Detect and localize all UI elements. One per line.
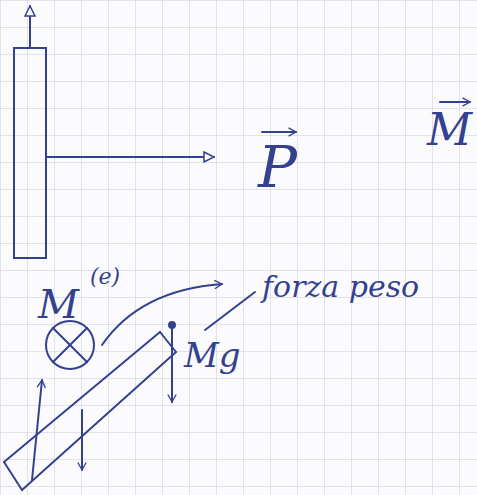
moment-label: M bbox=[38, 284, 79, 324]
momentum-arrow bbox=[46, 156, 214, 158]
cross bbox=[53, 328, 87, 362]
vertical-rod bbox=[14, 48, 46, 258]
inclined-rod bbox=[22, 352, 176, 490]
inclined-rod bbox=[4, 462, 22, 490]
inclined-rod bbox=[160, 332, 176, 352]
vector-sign bbox=[440, 101, 470, 103]
note-label: forza peso bbox=[262, 272, 419, 302]
superscript-label: (e) bbox=[90, 266, 120, 288]
cross bbox=[53, 328, 87, 362]
force-arrow bbox=[81, 410, 83, 470]
vector-sign bbox=[262, 131, 296, 133]
into-page-symbol bbox=[46, 321, 94, 369]
force-label: Mg bbox=[184, 338, 241, 372]
weight-arrow bbox=[171, 325, 173, 402]
vector-label: P bbox=[258, 138, 297, 196]
leader-line bbox=[205, 292, 255, 330]
reaction-arrow bbox=[32, 380, 42, 480]
vector-label: M bbox=[427, 108, 472, 152]
small-arrow bbox=[29, 6, 31, 48]
